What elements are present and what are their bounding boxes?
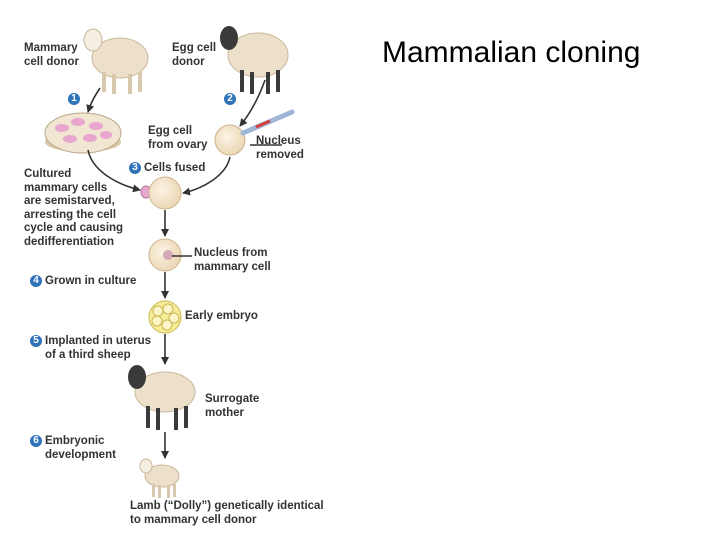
- step-badge-6: 6: [30, 435, 42, 447]
- surrogate-sheep: [128, 365, 196, 430]
- step-badge-3: 3: [129, 162, 141, 174]
- egg-donor-sheep: [220, 26, 289, 94]
- label-grown-in-culture: Grown in culture: [45, 275, 137, 287]
- label-implanted: Implanted in uterus of a third sheep: [45, 335, 152, 361]
- egg-cell-ovary: [214, 124, 246, 156]
- mammary-donor-sheep: [83, 28, 149, 94]
- label-nucleus-from: Nucleus from mammary cell: [194, 247, 271, 273]
- arrow-dish-to-fused: [87, 149, 141, 193]
- cell-with-nucleus: [148, 238, 182, 272]
- step-badge-1: 1: [68, 93, 80, 105]
- step-badge-4: 4: [30, 275, 42, 287]
- label-nucleus-removed: Nucleus removed: [256, 135, 304, 161]
- label-egg-from-ovary: Egg cell from ovary: [148, 125, 208, 151]
- label-lamb: Lamb (“Dolly”) genetically identical to …: [130, 500, 324, 526]
- label-early-embryo: Early embryo: [185, 310, 258, 322]
- label-surrogate: Surrogate mother: [205, 393, 260, 419]
- step-badge-5: 5: [30, 335, 42, 347]
- arrow-egg-donor-to-egg: [239, 79, 266, 127]
- label-cells-fused: Cells fused: [144, 162, 206, 174]
- label-embryonic: Embryonic development: [45, 435, 116, 461]
- label-egg-donor: Egg cell donor: [172, 42, 217, 68]
- fused-cell: [148, 176, 182, 210]
- label-cultured-cells: Cultured mammary cells are semistarved, …: [24, 168, 124, 248]
- arrow-donor-to-dish: [86, 87, 101, 113]
- slide-title: Mammalian cloning: [382, 36, 641, 69]
- lamb-dolly: [139, 458, 180, 498]
- early-embryo: [148, 300, 182, 334]
- step-badge-2: 2: [224, 93, 236, 105]
- arrow-egg-to-fused: [182, 156, 231, 196]
- pipette: [240, 109, 295, 136]
- petri-dish: [44, 112, 122, 154]
- label-mammary-donor: Mammary cell donor: [24, 42, 79, 68]
